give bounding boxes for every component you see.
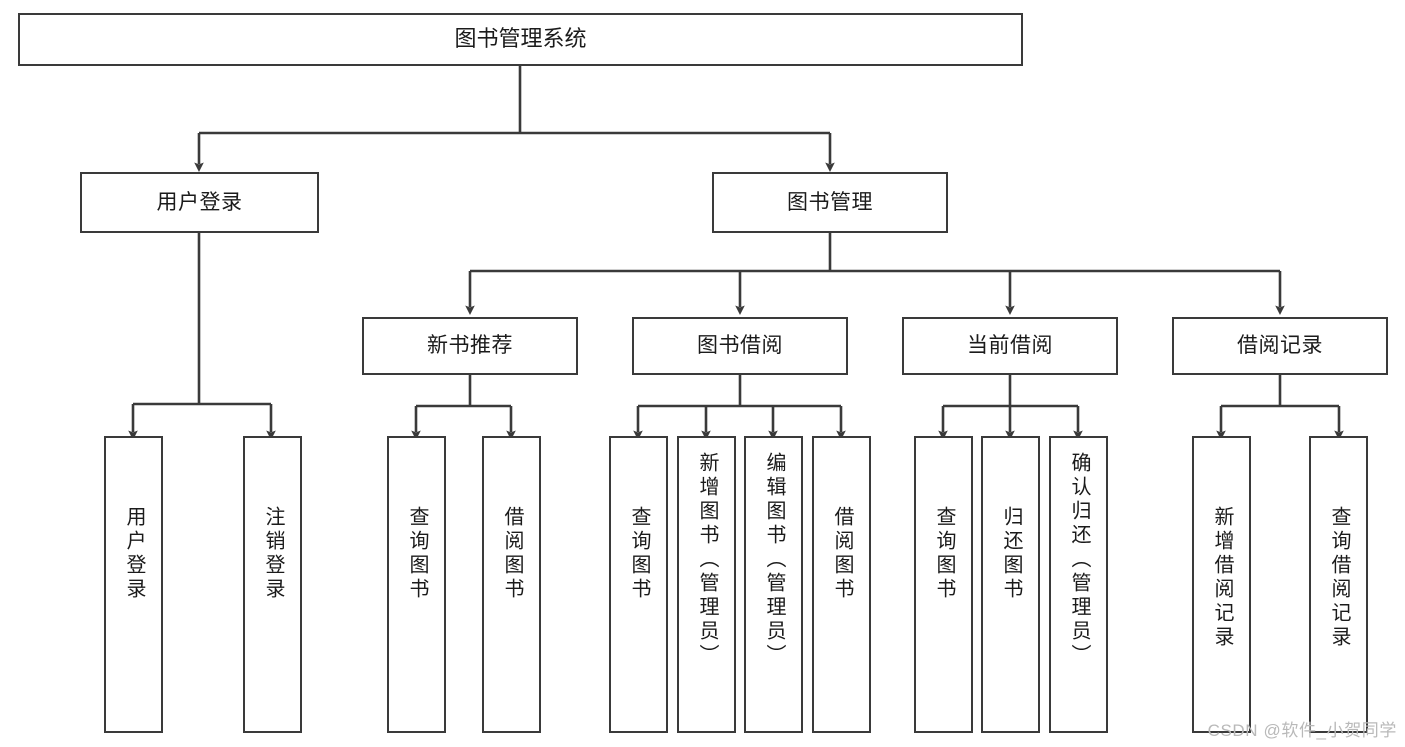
node-current-borrow[interactable]: 当前借阅 — [902, 317, 1118, 375]
node-label: 新书推荐 — [427, 334, 513, 358]
node-label: 编辑图书（管理员） — [763, 452, 785, 668]
leaf-add-book-admin[interactable]: 新增图书（管理员） — [677, 436, 736, 733]
leaf-user-login[interactable]: 用户登录 — [104, 436, 163, 733]
leaf-query-book-borrow[interactable]: 查询图书 — [609, 436, 668, 733]
leaf-edit-book-admin[interactable]: 编辑图书（管理员） — [744, 436, 803, 733]
leaf-borrow-book[interactable]: 借阅图书 — [812, 436, 871, 733]
node-new-book-recommend[interactable]: 新书推荐 — [362, 317, 578, 375]
leaf-confirm-return-admin[interactable]: 确认归还（管理员） — [1049, 436, 1108, 733]
node-label: 用户登录 — [123, 506, 145, 602]
node-label: 新增借阅记录 — [1211, 506, 1233, 650]
leaf-add-borrow-record[interactable]: 新增借阅记录 — [1192, 436, 1251, 733]
node-label: 确认归还（管理员） — [1068, 452, 1090, 668]
node-book-borrow[interactable]: 图书借阅 — [632, 317, 848, 375]
node-label: 当前借阅 — [967, 334, 1053, 358]
node-label: 借阅图书 — [501, 506, 523, 602]
node-borrow-record[interactable]: 借阅记录 — [1172, 317, 1388, 375]
node-label: 查询图书 — [628, 506, 650, 602]
leaf-return-book[interactable]: 归还图书 — [981, 436, 1040, 733]
node-label: 查询图书 — [933, 506, 955, 602]
node-label: 借阅图书 — [831, 506, 853, 602]
node-label: 新增图书（管理员） — [696, 452, 718, 668]
node-label: 查询图书 — [406, 506, 428, 602]
node-label: 图书借阅 — [697, 334, 783, 358]
leaf-borrow-book-new[interactable]: 借阅图书 — [482, 436, 541, 733]
node-label: 借阅记录 — [1237, 334, 1323, 358]
node-book-management[interactable]: 图书管理 — [712, 172, 948, 233]
node-label: 用户登录 — [156, 190, 243, 214]
leaf-query-book-new[interactable]: 查询图书 — [387, 436, 446, 733]
node-label: 归还图书 — [1000, 506, 1022, 602]
node-label: 查询借阅记录 — [1328, 506, 1350, 650]
node-label: 注销登录 — [262, 506, 284, 602]
node-label: 图书管理 — [787, 190, 873, 214]
node-label: 图书管理系统 — [454, 26, 587, 52]
node-root-system[interactable]: 图书管理系统 — [18, 13, 1023, 66]
leaf-logout[interactable]: 注销登录 — [243, 436, 302, 733]
leaf-query-borrow-record[interactable]: 查询借阅记录 — [1309, 436, 1368, 733]
node-user-login[interactable]: 用户登录 — [80, 172, 319, 233]
leaf-query-book-current[interactable]: 查询图书 — [914, 436, 973, 733]
watermark: CSDN @软件_小贺同学 — [1207, 721, 1397, 740]
